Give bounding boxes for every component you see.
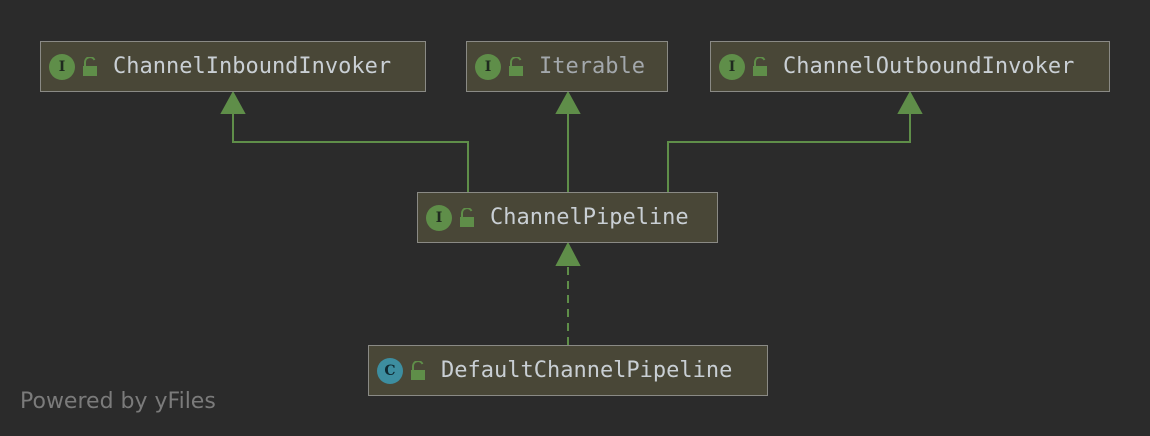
unlocked-icon (753, 56, 767, 76)
node-channel-inbound-invoker[interactable]: I ChannelInboundInvoker (40, 41, 426, 92)
interface-icon: I (426, 204, 452, 231)
node-label: Iterable (539, 54, 645, 79)
interface-icon: I (719, 53, 745, 80)
unlocked-icon (83, 56, 97, 76)
node-label: ChannelOutboundInvoker (783, 54, 1075, 79)
node-label: ChannelPipeline (490, 205, 689, 230)
node-label: ChannelInboundInvoker (113, 54, 392, 79)
node-default-channel-pipeline[interactable]: C DefaultChannelPipeline (368, 345, 768, 396)
unlocked-icon (411, 360, 425, 380)
unlocked-icon (460, 207, 474, 227)
node-channel-outbound-invoker[interactable]: I ChannelOutboundInvoker (710, 41, 1110, 92)
arrowhead-iterable (555, 90, 581, 114)
interface-icon: I (475, 53, 501, 80)
arrowhead-outbound (897, 90, 923, 114)
unlocked-icon (509, 56, 523, 76)
interface-icon: I (49, 53, 75, 80)
edge-pipeline-to-inbound (232, 113, 469, 192)
arrowhead-inbound (220, 90, 246, 114)
node-label: DefaultChannelPipeline (441, 358, 733, 383)
edge-pipeline-to-outbound (667, 113, 911, 192)
node-iterable[interactable]: I Iterable (466, 41, 668, 92)
node-channel-pipeline[interactable]: I ChannelPipeline (417, 192, 718, 243)
powered-by-footer: Powered by yFiles (20, 389, 216, 414)
class-icon: C (377, 357, 403, 384)
arrowhead-pipeline (555, 241, 581, 266)
